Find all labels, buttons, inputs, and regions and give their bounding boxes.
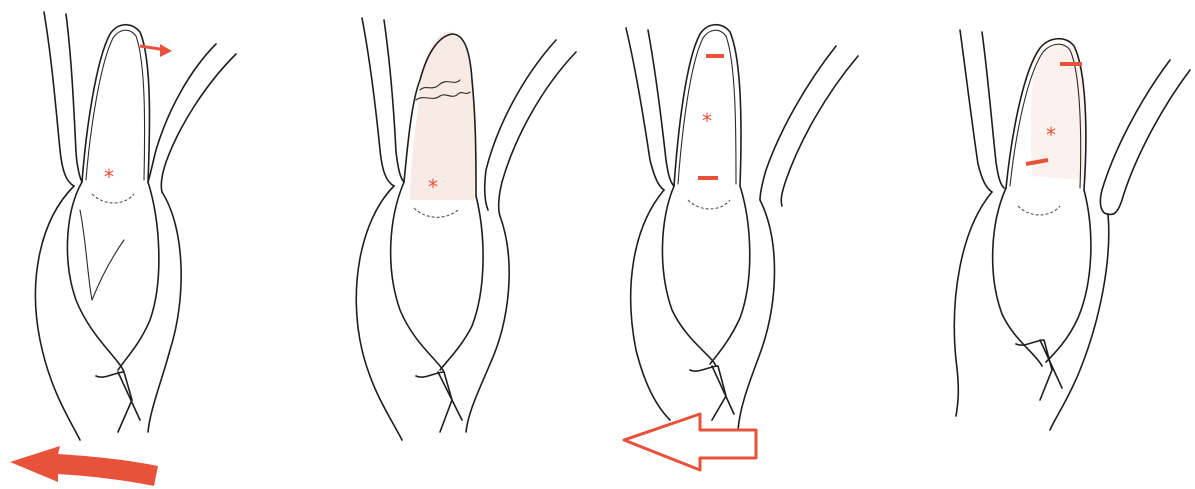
gum-line-left-inner-c [648, 30, 674, 186]
tooth-crown-inner-c [678, 30, 736, 184]
gum-line-right-c [760, 46, 836, 200]
panel-a: * [10, 12, 236, 486]
gum-line-right [148, 44, 216, 182]
forceps-beak-c [690, 366, 726, 420]
gum-line-left-c [626, 28, 664, 190]
gum-line-left-inner [66, 14, 82, 182]
gum-line-right-b [485, 40, 556, 210]
crown-shade [410, 32, 475, 200]
panel-b: * [356, 18, 576, 440]
socket-left [35, 186, 80, 440]
gum-line-left-inner-b [384, 20, 404, 182]
root-outer-right-c [710, 186, 750, 364]
root-outer-right-b [440, 196, 483, 370]
forceps-edge-c [712, 366, 734, 414]
asterisk-b: * [428, 175, 438, 199]
forceps-beak [96, 372, 132, 432]
tooth-crown-inner [86, 30, 145, 180]
socket-right-d [1050, 214, 1109, 430]
socket-left-d [954, 192, 992, 416]
gum-line-right-outer-c [781, 56, 858, 206]
forceps-edge [118, 372, 140, 420]
arrow-right-head [160, 44, 172, 57]
gum-line-left [44, 12, 74, 186]
root-outer-right [118, 182, 159, 370]
panel-d: * [954, 30, 1190, 430]
root-outer-left [67, 182, 124, 372]
forceps-beak-b [416, 372, 452, 432]
forceps-edge-b [438, 372, 462, 420]
outline-red-arrow-left [624, 414, 756, 470]
asterisk-d: * [1046, 123, 1056, 147]
gum-line-right-inner-d [982, 32, 1004, 188]
forceps-beak-d [1016, 340, 1052, 400]
socket-left-b [356, 186, 402, 440]
gum-line-right-d [1100, 60, 1170, 214]
root-outer-left-b [391, 182, 444, 372]
asterisk-c: * [702, 109, 712, 133]
root-outer-left-d [993, 188, 1042, 366]
pulp-canal [80, 210, 124, 300]
pulp-horn-b [414, 208, 458, 217]
gum-line-right-outer-b [499, 52, 576, 216]
asterisk-a: * [104, 165, 114, 189]
pulp-horn-d [1018, 206, 1060, 215]
socket-right-c [738, 200, 775, 430]
gum-line-left-d [960, 30, 992, 192]
root-outer-left-c [662, 186, 716, 366]
gum-line-right-outer [161, 54, 236, 192]
gum-line-left-b [362, 18, 394, 186]
tooth-crown-outer-c [674, 25, 741, 186]
root-outer-right-d [1046, 190, 1091, 362]
big-red-arrow-left [10, 446, 158, 486]
panel-c: * [624, 25, 858, 470]
pulp-horn-c [688, 200, 730, 209]
pulp-horn [92, 194, 134, 203]
